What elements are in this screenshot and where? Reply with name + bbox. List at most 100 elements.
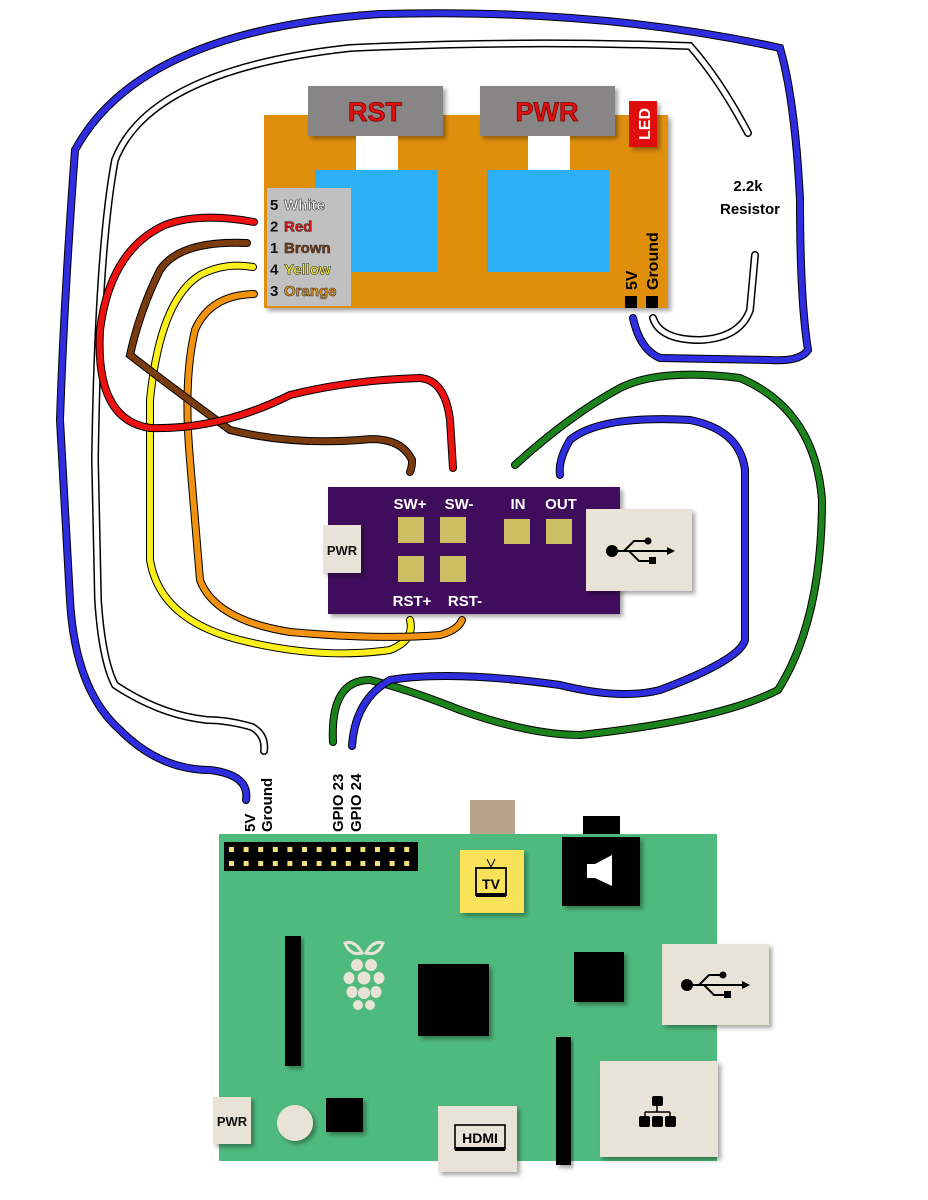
pin-legend-name: Red [284,219,312,236]
wire-ground-white[interactable] [90,39,759,755]
out-pad [546,519,572,544]
raspberry-logo [343,941,385,1010]
pin-legend-name: Brown [284,240,331,257]
pi-pwr-label: PWR [217,1114,248,1129]
wire-green[interactable] [329,371,826,745]
pin-legend-number: 5 [270,197,278,214]
gpio-pin [404,847,410,852]
gpio-pin [360,847,366,852]
usb-icon [681,971,750,998]
lan-chip [574,952,624,1002]
rst-button-label: RST [348,97,403,127]
atx-5v-pin [625,296,637,308]
wire-red[interactable] [96,214,456,471]
wire-5v-blue[interactable] [56,10,812,803]
controller-pcb [328,487,620,614]
gpio-23-label: GPIO 23 [330,774,347,832]
gpio-pin [287,861,293,866]
atx-ground-label: Ground [645,232,662,290]
gpio-24-label: GPIO 24 [348,773,365,832]
sw-plus-label: SW+ [394,496,427,513]
regulator-chip [326,1098,363,1132]
pi-pwr-port[interactable]: PWR [213,1097,251,1144]
gpio-pin [331,861,337,866]
out-label: OUT [545,496,577,513]
pi-usb-port[interactable] [662,944,769,1025]
pwr-actuator [528,136,570,172]
speaker-icon [587,855,612,886]
rst-minus-pad [440,556,466,582]
pin-legend-number: 2 [270,219,278,236]
gpio-pin [258,861,264,866]
gpio-pin [360,861,366,866]
pin-legend-name: White [284,197,325,214]
led [629,101,657,147]
pin-legend-name: Yellow [284,262,331,279]
gpio-pin [316,861,322,866]
resistor-value-label: 2.2k [733,178,763,195]
rst-actuator [356,136,398,172]
gpio-pin [287,847,293,852]
pwr-button-label: PWR [516,97,579,127]
hdmi-icon-base [455,1147,505,1151]
wire-orange[interactable] [184,291,465,640]
gpio-pin [258,847,264,852]
gpio-pin [404,861,410,866]
gpio-pin [272,861,278,866]
ethernet-block [600,1061,718,1157]
tv-port[interactable]: TV [460,850,524,913]
controller-pwr-button[interactable]: PWR [323,525,361,573]
gpio-pin [272,847,278,852]
rst-plus-label: RST+ [393,593,432,610]
gpio-pin [302,847,307,852]
camera-connector [556,1037,571,1165]
controller-usb-port[interactable] [586,509,692,591]
tv-port-block [460,850,524,913]
rst-button-cap [308,86,443,136]
raspberry-pi: 5V Ground GPIO 23 GPIO 24 TV [213,773,769,1172]
rst-minus-label: RST- [448,593,482,610]
led-label: LED [637,108,654,140]
relay-pwr [487,170,609,272]
pi-ground-label: Ground [259,778,276,832]
rst-plus-pad [398,556,424,582]
gpio-pin [331,847,337,852]
wire-yellow[interactable] [147,262,414,657]
gpio-pin [316,847,322,852]
tv-label: TV [482,876,501,892]
atx-5v-label: 5V [624,270,641,290]
sw-minus-label: SW- [445,496,474,513]
controller-board: PWR SW+ SW- IN OUT RST+ RST- [323,487,692,614]
atx-ground-pin [646,296,658,308]
pin-legend-name: Orange [284,283,337,300]
status-led-button [277,1105,313,1141]
audio-port[interactable] [562,837,640,906]
hdmi-port[interactable]: HDMI [438,1106,517,1172]
pwr-button[interactable]: PWR [480,86,615,136]
pin-legend-number: 4 [270,262,279,279]
pi-pwr-block [213,1097,251,1144]
pin-legend-number: 3 [270,283,278,300]
gpio-pin [243,861,249,866]
in-pad [504,519,530,544]
controller-pwr-label: PWR [327,543,358,558]
gpio-pin [345,861,351,866]
rst-button[interactable]: RST [308,86,443,136]
wire-blue-gpio[interactable] [349,416,748,749]
gpio-pin [375,847,380,852]
pi-5v-label: 5V [242,814,259,832]
gpio-pin [375,861,380,866]
ethernet-port[interactable] [600,1061,718,1157]
network-icon [639,1096,676,1127]
pwr-button-cap [480,86,615,136]
gpio-pin [243,847,249,852]
gpio-pin [229,861,234,866]
display-connector [285,936,301,1066]
gpio-pin [302,861,307,866]
gpio-pin [345,847,351,852]
usb-icon [606,537,675,564]
wires [55,9,827,804]
